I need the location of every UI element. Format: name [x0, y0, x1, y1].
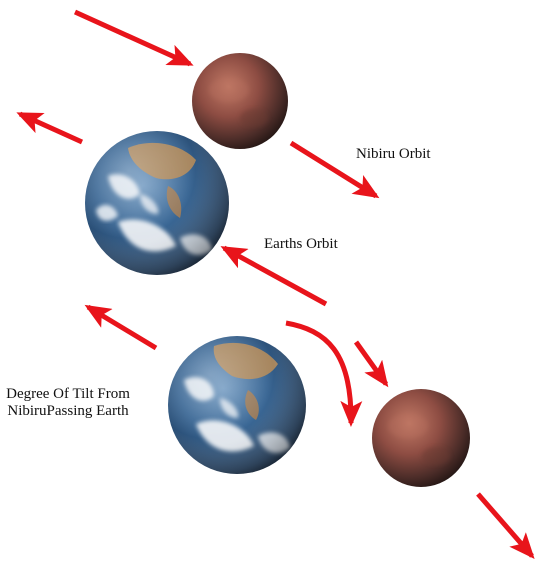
- earth-globe: [85, 131, 229, 275]
- earth-globe: [148, 330, 316, 490]
- nibiru-planet: [372, 389, 470, 487]
- tilt-label: Degree Of Tilt From NibiruPassing Earth: [6, 386, 130, 419]
- arrow-tilt-curve: [285, 320, 363, 427]
- arrow-nibiru-outgoing-lower: [476, 492, 535, 560]
- arrow-nibiru-incoming: [73, 9, 194, 67]
- arrow-nibiru-incoming-lower: [353, 340, 389, 388]
- arrows: [16, 9, 535, 560]
- arrow-earth-incoming: [220, 245, 328, 307]
- arrow-earth-outgoing-top: [16, 111, 84, 145]
- nibiru-orbit-label: Nibiru Orbit: [356, 146, 431, 162]
- nibiru-planet: [192, 53, 288, 149]
- earths-orbit-label: Earths Orbit: [264, 236, 338, 252]
- arrow-nibiru-outgoing: [289, 140, 380, 199]
- arrow-earth-outgoing-lower: [84, 304, 158, 351]
